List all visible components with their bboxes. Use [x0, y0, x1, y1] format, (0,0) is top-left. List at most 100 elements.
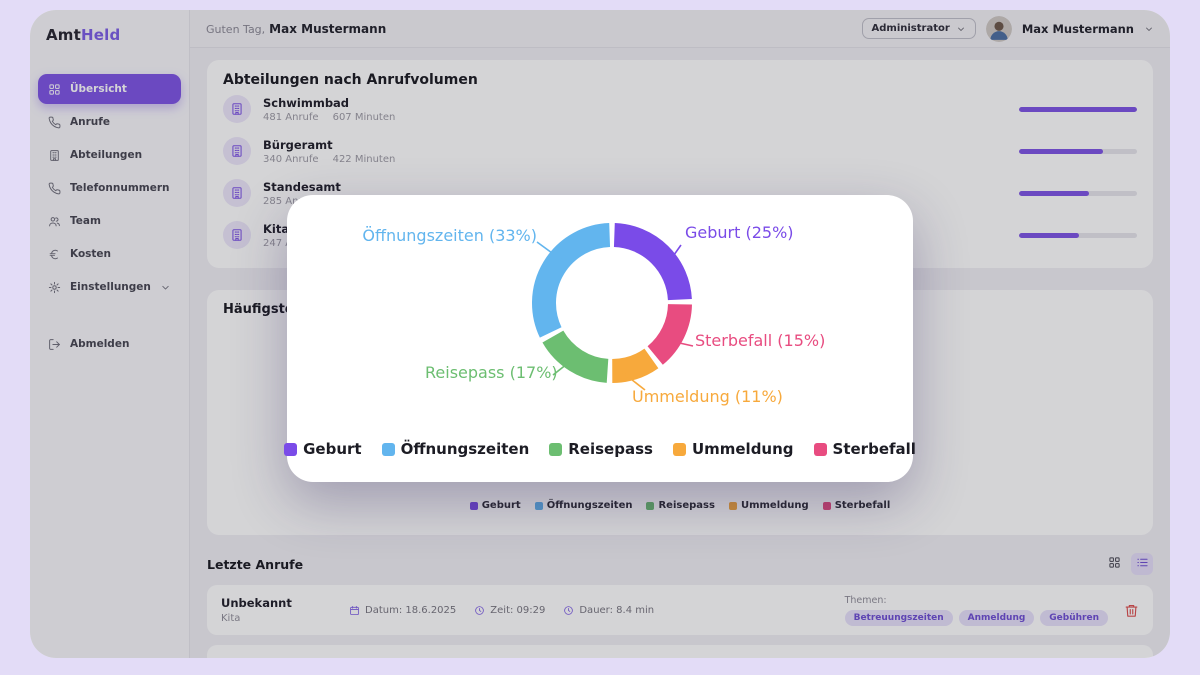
- calendar-icon: [349, 605, 360, 616]
- call-volume-bar: [1019, 190, 1137, 196]
- caller-name: Jannis Böttner: [221, 656, 349, 658]
- building-icon: [223, 95, 251, 123]
- legend-item-sterbefall[interactable]: Sterbefall: [822, 500, 891, 511]
- legend-label: Sterbefall: [834, 500, 891, 511]
- call-meta-text: Datum: 18.6.2025: [365, 604, 457, 616]
- list-icon: [1136, 556, 1149, 572]
- call-row-jannis-boettner[interactable]: Jannis BöttnerStandesamtDatum: 18.6.2025…: [207, 645, 1153, 658]
- building-icon: [48, 149, 61, 162]
- legend-color-swatch: [672, 442, 686, 456]
- greeting: Guten Tag,Max Mustermann: [206, 22, 386, 36]
- euro-icon: [48, 248, 61, 261]
- phone-icon: [48, 116, 61, 129]
- legend-label: Reisepass: [658, 500, 715, 511]
- popup-chart-legend: Geburt Öffnungszeiten Reisepass Ummeldung St…: [284, 440, 916, 458]
- legend-color-swatch: [381, 442, 395, 456]
- sidebar-item-logout[interactable]: Abmelden: [38, 329, 181, 359]
- sidebar-item-abteilungen[interactable]: Abteilungen: [38, 140, 181, 170]
- legend-item-ummeldung[interactable]: Ummeldung: [672, 440, 794, 458]
- department-calls: 481 Anrufe: [263, 111, 319, 123]
- donut-slice-geburt[interactable]: [613, 223, 692, 301]
- clock-icon: [474, 605, 485, 616]
- legend-label: Ummeldung: [740, 500, 809, 511]
- trash-icon: [1124, 603, 1139, 618]
- app-logo: AmtHeld: [38, 26, 181, 44]
- call-right: Themen: Betreuungszeiten Anmeldung Gebühren: [844, 594, 1139, 626]
- phone-icon: [48, 182, 61, 195]
- donut-slice-reisepass[interactable]: [542, 330, 609, 383]
- logo-suffix: Held: [81, 26, 121, 44]
- sidebar-item-einstellungen[interactable]: Einstellungen: [38, 272, 181, 302]
- grid-view-toggle[interactable]: [1103, 553, 1125, 575]
- call-volume-bar: [1019, 148, 1137, 154]
- call-meta-text: Dauer: 8.4 min: [579, 604, 655, 616]
- donut-slice-sterbefall[interactable]: [647, 303, 692, 365]
- legend-item-sterbefall[interactable]: Sterbefall: [813, 440, 916, 458]
- sidebar-item-label: Team: [70, 215, 101, 227]
- user-menu-name[interactable]: Max Mustermann: [1021, 21, 1134, 36]
- chevron-down-icon: [956, 24, 966, 34]
- sidebar-item-telefonnummern[interactable]: Telefonnummern: [38, 173, 181, 203]
- sidebar-item-label: Telefonnummern: [70, 182, 170, 194]
- building-icon: [223, 179, 251, 207]
- legend-item-oeffnungszeiten[interactable]: Öffnungszeiten: [381, 440, 529, 458]
- legend-item-reisepass[interactable]: Reisepass: [549, 440, 653, 458]
- legend-item-geburt[interactable]: Geburt: [284, 440, 362, 458]
- call-topics: Themen: Betreuungszeiten Anmeldung Gebühren: [844, 594, 1108, 626]
- department-name: Kita: [263, 221, 290, 236]
- topic-badge-gebuehren: Gebühren: [1040, 609, 1108, 626]
- caller-name: Unbekannt: [221, 596, 292, 610]
- logout-wrap: Abmelden: [38, 329, 181, 362]
- sidebar-item-label: Abmelden: [70, 338, 130, 350]
- call-meta-item: Datum: 18.6.2025: [349, 605, 456, 616]
- caller-info: Jannis BöttnerStandesamt: [221, 656, 349, 658]
- department-name: Schwimmbad: [263, 95, 350, 110]
- sidebar-item-uebersicht[interactable]: Übersicht: [38, 74, 181, 104]
- donut-slice-oeffnungszeiten[interactable]: [532, 223, 611, 338]
- donut-chart[interactable]: [512, 203, 712, 403]
- chevron-down-icon[interactable]: [1144, 24, 1154, 34]
- legend-color-swatch: [646, 501, 655, 510]
- legend-color-swatch: [469, 501, 478, 510]
- sidebar-item-kosten[interactable]: Kosten: [38, 239, 181, 269]
- legend-label: Geburt: [303, 440, 362, 458]
- legend-item-oeffnungszeiten[interactable]: Öffnungszeiten: [534, 500, 632, 511]
- topics-chart-legend: Geburt Öffnungszeiten Reisepass Ummeldung St…: [207, 500, 1153, 511]
- legend-item-geburt[interactable]: Geburt: [469, 500, 521, 511]
- building-icon: [223, 221, 251, 249]
- topic-badge-anmeldung: Anmeldung: [958, 609, 1035, 626]
- callout-ummeldung: Ummeldung (11%): [632, 387, 783, 406]
- sidebar-item-team[interactable]: Team: [38, 206, 181, 236]
- departments-title: Abteilungen nach Anrufvolumen: [223, 72, 478, 88]
- role-dropdown[interactable]: Administrator: [861, 18, 976, 39]
- delete-call-button[interactable]: [1124, 603, 1139, 618]
- legend-color-swatch: [549, 442, 563, 456]
- call-volume-bar: [1019, 232, 1137, 238]
- callout-reisepass: Reisepass (17%): [425, 363, 558, 382]
- greeting-text: Guten Tag,: [206, 22, 266, 36]
- role-label: Administrator: [871, 23, 950, 34]
- sidebar-item-anrufe[interactable]: Anrufe: [38, 107, 181, 137]
- topics-label: Themen:: [844, 594, 887, 606]
- legend-item-ummeldung[interactable]: Ummeldung: [728, 500, 809, 511]
- department-minutes: 422 Minuten: [332, 153, 396, 165]
- call-meta-item: Zeit: 09:29: [474, 605, 545, 616]
- legend-item-reisepass[interactable]: Reisepass: [646, 500, 715, 511]
- legend-label: Geburt: [481, 500, 521, 511]
- list-view-toggle[interactable]: [1131, 553, 1153, 575]
- callout-geburt: Geburt (25%): [685, 223, 794, 242]
- donut-slice-ummeldung[interactable]: [611, 348, 659, 383]
- building-icon: [223, 137, 251, 165]
- topic-badge-betreuungszeiten: Betreuungszeiten: [844, 609, 953, 626]
- avatar[interactable]: [985, 15, 1012, 42]
